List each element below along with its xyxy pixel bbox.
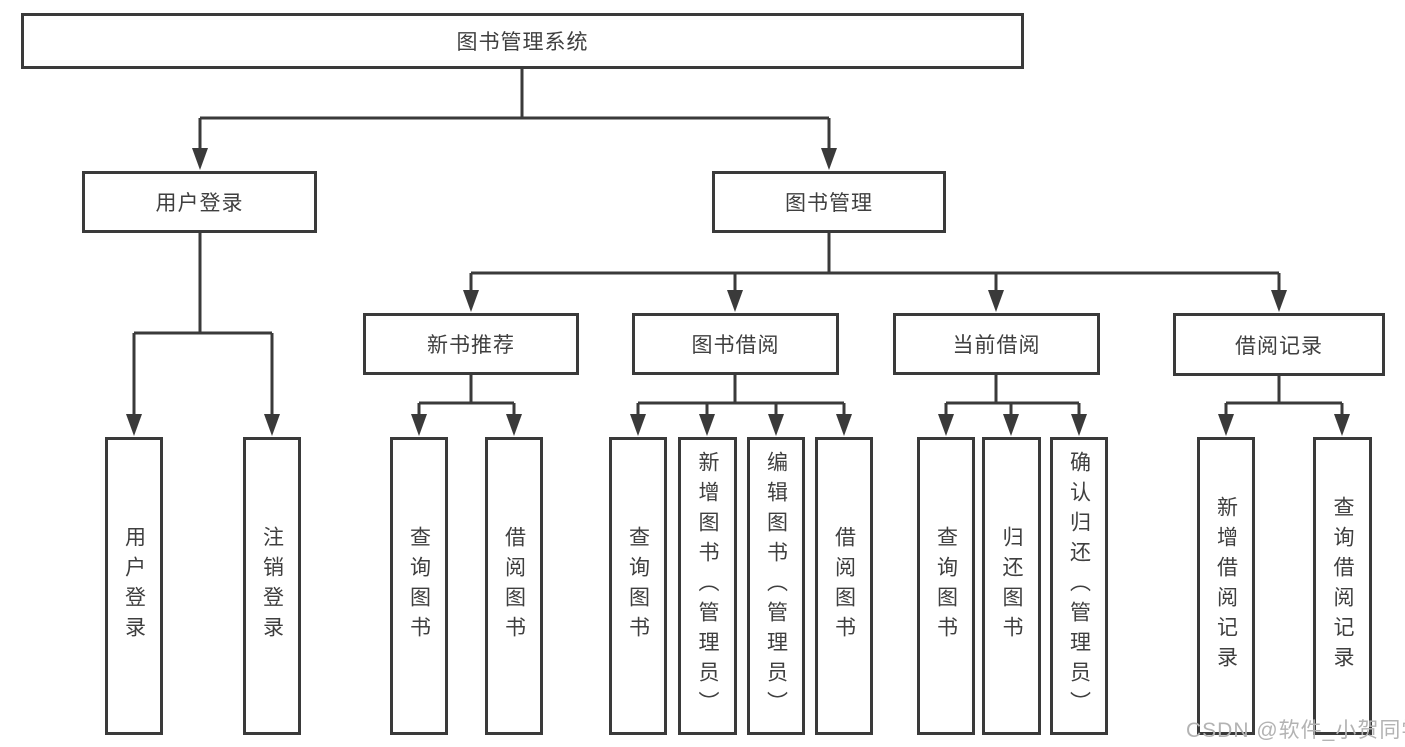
node-borrow-records: 借阅记录 xyxy=(1173,313,1385,376)
leaf-query-books-current: 查询图书 xyxy=(917,437,975,735)
arrow-icon xyxy=(836,414,852,436)
leaf-user-login: 用户登录 xyxy=(105,437,163,735)
connector-user-login-group xyxy=(132,233,274,416)
arrow-icon xyxy=(1071,414,1087,436)
arrow-icon xyxy=(506,414,522,436)
arrow-icon xyxy=(1334,414,1350,436)
node-current-borrow-label: 当前借阅 xyxy=(952,334,1041,357)
arrow-icon xyxy=(1218,414,1234,436)
watermark: CSDN @软件_小贺同学 xyxy=(1186,719,1405,742)
leaf-query-borrow-record: 查询借阅记录 xyxy=(1313,437,1372,735)
arrow-icon xyxy=(821,148,837,170)
arrow-icon xyxy=(727,290,743,312)
connector-book-borrow-group xyxy=(636,375,846,416)
node-book-management: 图书管理 xyxy=(712,171,946,233)
arrow-icon xyxy=(411,414,427,436)
node-book-borrow-label: 图书借阅 xyxy=(691,334,780,357)
leaf-query-books-recommend: 查询图书 xyxy=(390,437,448,735)
leaf-borrow-books-recommend: 借阅图书 xyxy=(485,437,543,735)
leaf-add-book-admin: 新增图书（管理员） xyxy=(678,437,737,735)
connector-book-management-group xyxy=(469,233,1281,292)
arrow-icon xyxy=(264,414,280,436)
connector-root-stem xyxy=(198,69,831,151)
arrow-icon xyxy=(938,414,954,436)
node-user-login: 用户登录 xyxy=(82,171,317,233)
arrow-icon xyxy=(988,290,1004,312)
node-current-borrow: 当前借阅 xyxy=(893,313,1100,375)
leaf-borrow-books: 借阅图书 xyxy=(815,437,873,735)
leaf-confirm-return-admin: 确认归还（管理员） xyxy=(1050,437,1108,735)
arrow-icon xyxy=(630,414,646,436)
arrow-icon xyxy=(768,414,784,436)
arrow-icon xyxy=(192,148,208,170)
leaf-edit-book-admin: 编辑图书（管理员） xyxy=(747,437,805,735)
arrow-icon xyxy=(463,290,479,312)
node-new-book-recommend: 新书推荐 xyxy=(363,313,579,375)
arrow-icon xyxy=(126,414,142,436)
node-borrow-records-label: 借阅记录 xyxy=(1235,334,1323,358)
arrow-icon xyxy=(1003,414,1019,436)
leaf-add-borrow-record: 新增借阅记录 xyxy=(1197,437,1255,735)
node-book-management-label: 图书管理 xyxy=(785,192,873,215)
connector-current-borrow-group xyxy=(944,375,1081,416)
node-root: 图书管理系统 xyxy=(21,13,1024,69)
node-root-label: 图书管理系统 xyxy=(456,31,589,54)
node-user-login-label: 用户登录 xyxy=(155,192,244,215)
connector-new-book-group xyxy=(417,375,516,416)
leaf-logout: 注销登录 xyxy=(243,437,301,735)
node-new-book-recommend-label: 新书推荐 xyxy=(427,334,515,357)
arrow-icon xyxy=(699,414,715,436)
arrow-icon xyxy=(1271,290,1287,312)
node-book-borrow: 图书借阅 xyxy=(632,313,839,375)
leaf-query-books-borrow: 查询图书 xyxy=(609,437,667,735)
connector-borrow-records-group xyxy=(1224,376,1344,416)
leaf-return-book: 归还图书 xyxy=(982,437,1041,735)
arrowheads xyxy=(126,148,1350,436)
